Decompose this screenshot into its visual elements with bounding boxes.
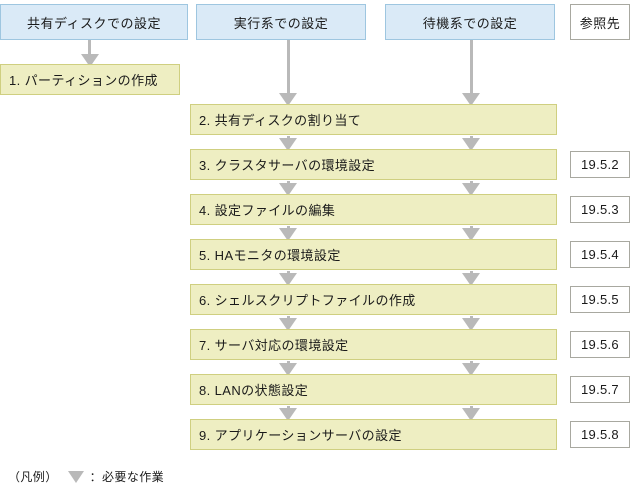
reference-box-step-7-label: 19.5.6 — [581, 337, 619, 352]
connector-line-standby-step5-to-step6 — [470, 271, 473, 273]
connector-line-standby-step2-to-step3 — [470, 136, 473, 138]
connector-line-active-step7-to-step8 — [287, 361, 290, 363]
arrow-head-active-to-step8 — [279, 363, 297, 376]
connector-line-active-step5-to-step6 — [287, 271, 290, 273]
column-header-shared-disk-label: 共有ディスクでの設定 — [26, 15, 162, 31]
connector-line-standby-step4-to-step5 — [470, 226, 473, 228]
step-box-5-label: 5. HAモニタの環境設定 — [199, 248, 341, 263]
arrow-head-standby-to-step5 — [462, 228, 480, 241]
arrow-head-active-to-step5 — [279, 228, 297, 241]
step-box-8[interactable]: 8. LANの状態設定 — [190, 374, 557, 405]
connector-line-shared-header-to-step1 — [88, 40, 91, 54]
connector-line-standby-step3-to-step4 — [470, 181, 473, 183]
column-header-reference: 参照先 — [570, 4, 630, 40]
column-header-standby-system: 待機系での設定 — [385, 4, 555, 40]
connector-line-standby-step6-to-step7 — [470, 316, 473, 318]
reference-box-step-9-label: 19.5.8 — [581, 427, 619, 442]
step-box-4[interactable]: 4. 設定ファイルの編集 — [190, 194, 557, 225]
arrow-head-standby-to-step7 — [462, 318, 480, 331]
step-box-6[interactable]: 6. シェルスクリプトファイルの作成 — [190, 284, 557, 315]
connector-line-standby-header-to-step2 — [470, 40, 473, 93]
arrow-head-standby-to-step3 — [462, 138, 480, 151]
connector-line-standby-step7-to-step8 — [470, 361, 473, 363]
step-box-4-label: 4. 設定ファイルの編集 — [199, 203, 336, 218]
step-box-3[interactable]: 3. クラスタサーバの環境設定 — [190, 149, 557, 180]
step-box-8-label: 8. LANの状態設定 — [199, 383, 309, 398]
arrow-head-standby-to-step8 — [462, 363, 480, 376]
step-box-2-label: 2. 共有ディスクの割り当て — [199, 113, 362, 128]
reference-box-step-8-label: 19.5.7 — [581, 382, 619, 397]
down-triangle-icon — [67, 470, 84, 483]
legend-arrow-meaning: 必要な作業 — [102, 470, 165, 484]
reference-box-step-8[interactable]: 19.5.7 — [570, 376, 630, 403]
arrow-head-standby-to-step6 — [462, 273, 480, 286]
reference-box-step-4[interactable]: 19.5.3 — [570, 196, 630, 223]
arrow-head-shared-header-to-step1 — [81, 54, 99, 67]
step-box-6-label: 6. シェルスクリプトファイルの作成 — [199, 293, 416, 308]
reference-box-step-5[interactable]: 19.5.4 — [570, 241, 630, 268]
connector-line-active-step4-to-step5 — [287, 226, 290, 228]
arrow-head-standby-to-step9 — [462, 408, 480, 421]
connector-line-active-step6-to-step7 — [287, 316, 290, 318]
step-box-9-label: 9. アプリケーションサーバの設定 — [199, 428, 402, 443]
legend: （凡例） ： 必要な作業 — [8, 468, 164, 485]
reference-box-step-5-label: 19.5.4 — [581, 247, 619, 262]
arrow-head-active-to-step9 — [279, 408, 297, 421]
column-header-reference-label: 参照先 — [579, 15, 621, 31]
reference-box-step-9[interactable]: 19.5.8 — [570, 421, 630, 448]
legend-separator: ： — [89, 470, 103, 484]
connector-line-standby-step8-to-step9 — [470, 406, 473, 408]
arrow-head-active-to-step3 — [279, 138, 297, 151]
step-box-5[interactable]: 5. HAモニタの環境設定 — [190, 239, 557, 270]
step-box-7[interactable]: 7. サーバ対応の環境設定 — [190, 329, 557, 360]
reference-box-step-3-label: 19.5.2 — [581, 157, 619, 172]
reference-box-step-6[interactable]: 19.5.5 — [570, 286, 630, 313]
connector-line-active-step8-to-step9 — [287, 406, 290, 408]
arrow-head-active-to-step2 — [279, 93, 297, 106]
legend-prefix: （凡例） — [8, 470, 58, 484]
column-header-standby-system-label: 待機系での設定 — [422, 15, 518, 31]
column-header-active-system: 実行系での設定 — [196, 4, 366, 40]
connector-line-active-step2-to-step3 — [287, 136, 290, 138]
arrow-head-active-to-step7 — [279, 318, 297, 331]
reference-box-step-6-label: 19.5.5 — [581, 292, 619, 307]
step-box-2[interactable]: 2. 共有ディスクの割り当て — [190, 104, 557, 135]
connector-line-active-header-to-step2 — [287, 40, 290, 93]
column-header-shared-disk: 共有ディスクでの設定 — [0, 4, 188, 40]
reference-box-step-3[interactable]: 19.5.2 — [570, 151, 630, 178]
step-box-9[interactable]: 9. アプリケーションサーバの設定 — [190, 419, 557, 450]
column-header-active-system-label: 実行系での設定 — [233, 15, 329, 31]
step-box-3-label: 3. クラスタサーバの環境設定 — [199, 158, 376, 173]
step-box-1[interactable]: 1. パーティションの作成 — [0, 64, 180, 95]
step-box-1-label: 1. パーティションの作成 — [9, 73, 158, 88]
reference-box-step-7[interactable]: 19.5.6 — [570, 331, 630, 358]
arrow-head-standby-to-step2 — [462, 93, 480, 106]
step-box-7-label: 7. サーバ対応の環境設定 — [199, 338, 349, 353]
arrow-head-standby-to-step4 — [462, 183, 480, 196]
reference-box-step-4-label: 19.5.3 — [581, 202, 619, 217]
connector-line-active-step3-to-step4 — [287, 181, 290, 183]
arrow-head-active-to-step4 — [279, 183, 297, 196]
arrow-head-active-to-step6 — [279, 273, 297, 286]
